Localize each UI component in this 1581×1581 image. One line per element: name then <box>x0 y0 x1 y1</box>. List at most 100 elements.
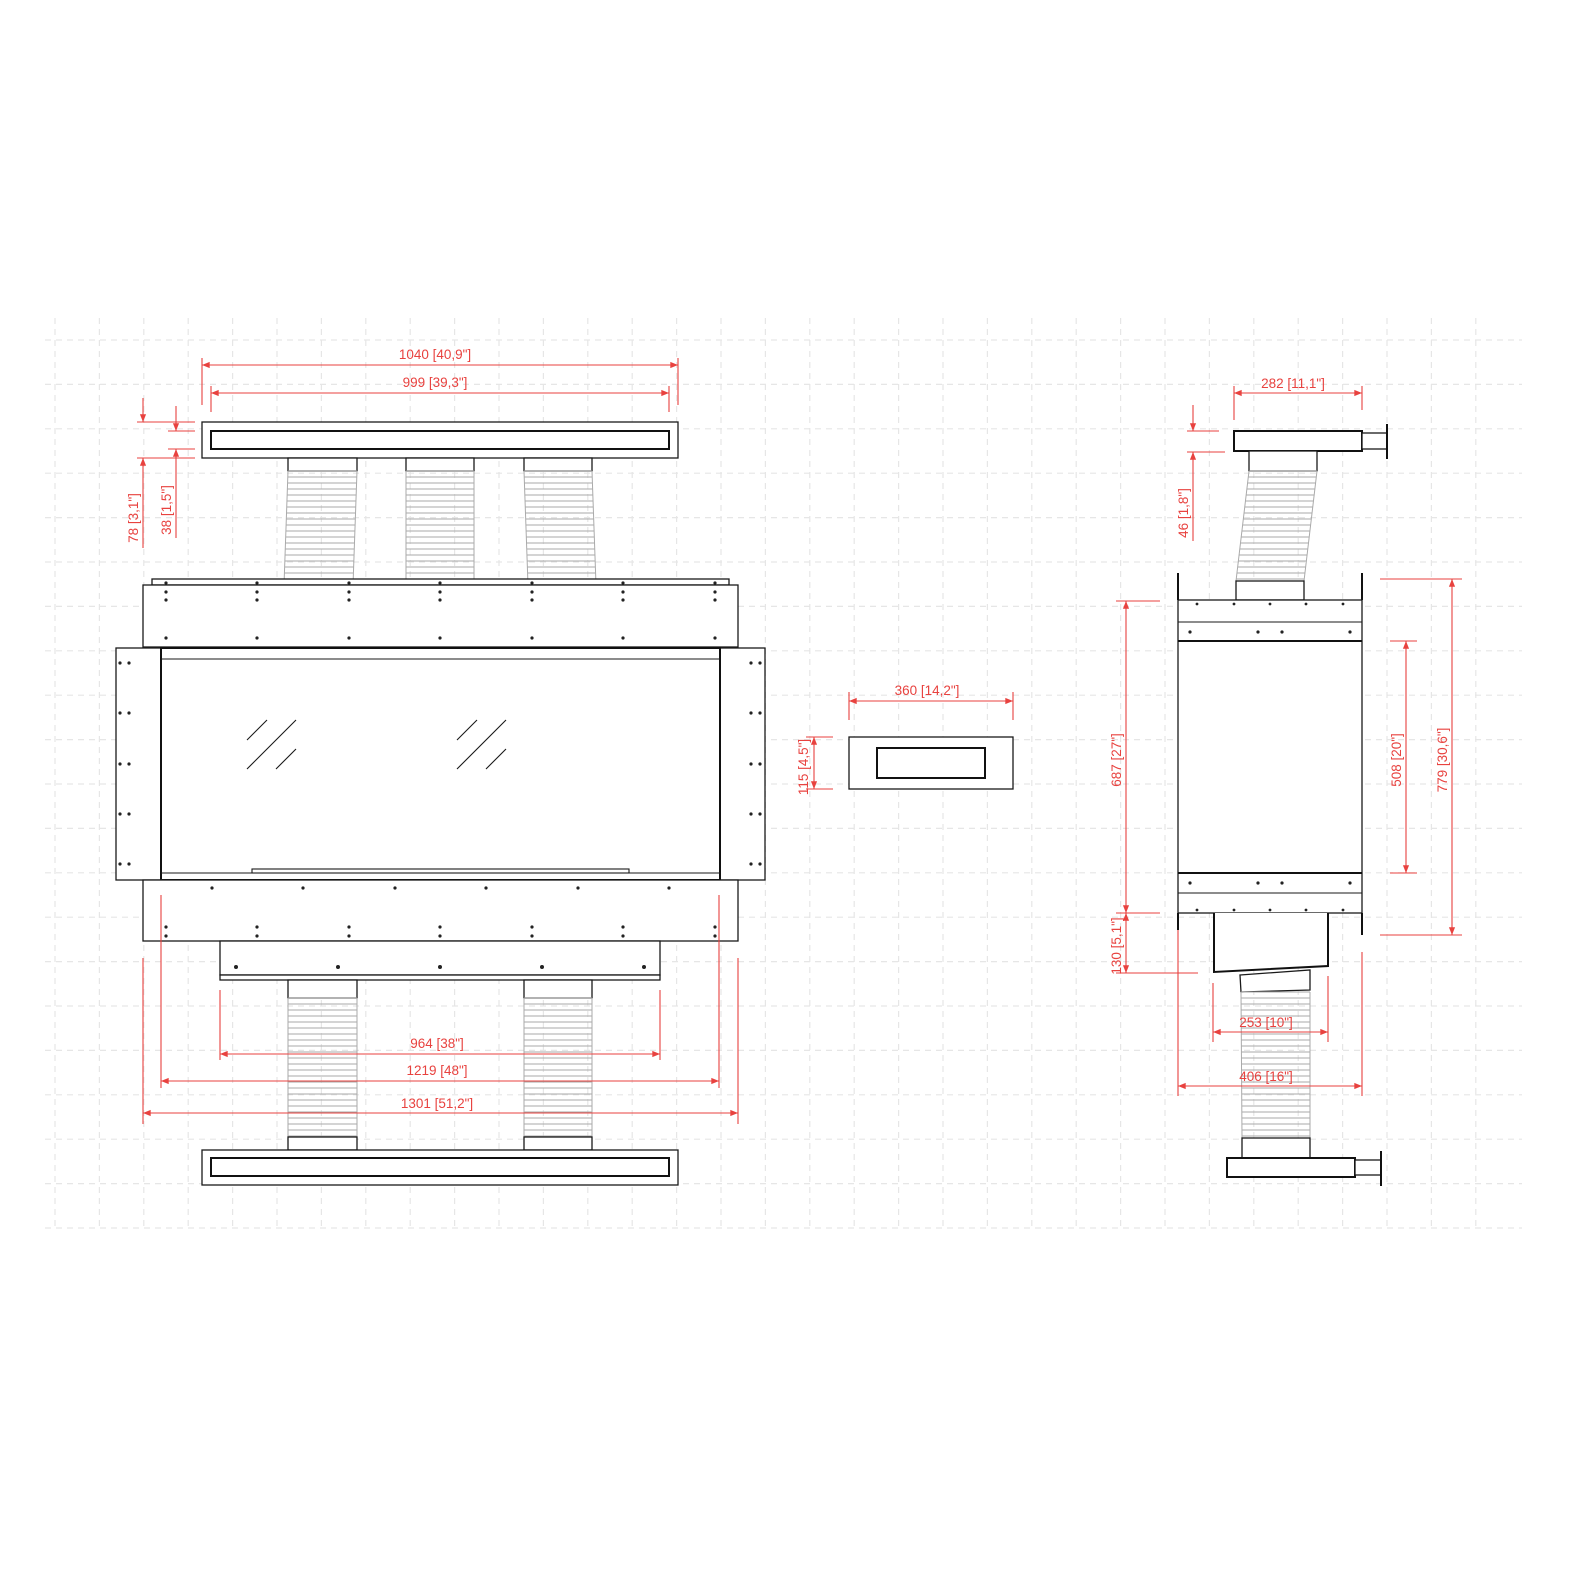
screw-hole <box>438 934 442 938</box>
dim-lower-box: 964 [38"] <box>219 990 661 1060</box>
pipe-outline <box>283 470 358 586</box>
svg-text:78 [3,1"]: 78 [3,1"] <box>126 493 141 543</box>
svg-text:779 [30,6"]: 779 [30,6"] <box>1435 728 1450 793</box>
screw-hole <box>127 661 131 665</box>
pipe-collar <box>287 457 358 472</box>
pipe-outline <box>1235 470 1318 582</box>
screw-hole <box>758 812 762 816</box>
screw-hole <box>255 636 259 640</box>
pipe-collar <box>523 457 593 472</box>
screw-hole <box>347 581 351 585</box>
screw-hole <box>347 590 351 594</box>
screw-hole <box>1268 602 1272 606</box>
svg-text:1219 [48"]: 1219 [48"] <box>406 1063 467 1078</box>
screw-hole <box>438 598 442 602</box>
pipe-outline <box>523 998 593 1137</box>
screw-hole <box>1268 908 1272 912</box>
svg-text:406 [16"]: 406 [16"] <box>1239 1069 1293 1084</box>
dim-glass-width: 1219 [48"] <box>160 895 720 1088</box>
screw-hole <box>1195 908 1199 912</box>
top-vent-cap <box>201 421 679 459</box>
screw-hole <box>347 636 351 640</box>
svg-text:360 [14,2"]: 360 [14,2"] <box>895 683 960 698</box>
screw-hole <box>118 862 122 866</box>
screw-hole <box>347 925 351 929</box>
screw-hole <box>1232 908 1236 912</box>
screw-hole <box>336 965 340 969</box>
screw-hole <box>255 590 259 594</box>
dim-top-offsets: 78 [3,1"] 38 [1,5"] <box>126 398 195 548</box>
screw-hole <box>540 965 544 969</box>
screw-hole <box>1195 602 1199 606</box>
screw-hole <box>1348 881 1352 885</box>
screw-hole <box>749 812 753 816</box>
screw-hole <box>749 862 753 866</box>
screw-hole <box>621 590 625 594</box>
dim-lower-offset: 130 [5,1"] <box>1109 912 1198 975</box>
side-top-flex-pipe <box>1235 470 1318 582</box>
svg-text:964 [38"]: 964 [38"] <box>410 1036 464 1051</box>
svg-text:508 [20"]: 508 [20"] <box>1389 733 1404 787</box>
screw-hole <box>255 581 259 585</box>
screw-hole <box>1348 630 1352 634</box>
pipe-collar <box>523 979 593 999</box>
svg-text:38 [1,5"]: 38 [1,5"] <box>159 485 174 535</box>
screw-hole <box>255 925 259 929</box>
screw-hole <box>1280 630 1284 634</box>
dim-inner-top: 999 [39,3"] <box>210 375 670 412</box>
screw-hole <box>530 590 534 594</box>
screw-hole <box>621 934 625 938</box>
screw-hole <box>438 581 442 585</box>
screw-hole <box>621 636 625 640</box>
screw-hole <box>210 886 214 890</box>
screw-hole <box>713 581 717 585</box>
svg-text:687 [27"]: 687 [27"] <box>1109 733 1124 787</box>
screw-hole <box>749 711 753 715</box>
screw-hole <box>118 661 122 665</box>
screw-hole <box>127 711 131 715</box>
glass-reflection-icon <box>246 719 507 770</box>
screw-hole <box>749 762 753 766</box>
screw-hole <box>438 925 442 929</box>
screw-hole <box>393 886 397 890</box>
screw-hole <box>758 711 762 715</box>
screw-hole <box>667 886 671 890</box>
screw-hole <box>1341 908 1345 912</box>
screw-hole <box>164 598 168 602</box>
vent-detail: 360 [14,2"] 115 [4,5"] <box>796 683 1014 795</box>
svg-text:115 [4,5"]: 115 [4,5"] <box>796 739 811 795</box>
screw-hole <box>530 636 534 640</box>
screw-hole <box>127 862 131 866</box>
dim-cap-depth: 282 [11,1"] <box>1233 376 1363 420</box>
screw-hole <box>347 934 351 938</box>
screw-hole <box>164 581 168 585</box>
svg-text:1040 [40,9"]: 1040 [40,9"] <box>399 347 471 362</box>
screw-hole <box>118 812 122 816</box>
screw-hole <box>758 762 762 766</box>
screw-hole <box>713 925 717 929</box>
pipe-collar <box>405 457 475 472</box>
screw-hole <box>758 661 762 665</box>
dim-cap-offset: 46 [1,8"] <box>1176 405 1225 541</box>
screw-hole <box>438 590 442 594</box>
dim-overall-width: 1301 [51,2"] <box>142 958 739 1124</box>
screw-hole <box>1304 908 1308 912</box>
bottom-vent-cap <box>201 1149 679 1186</box>
side-view: 282 [11,1"] 46 [1,8"] 687 [27"] 130 [5,1… <box>1109 376 1462 1186</box>
pipe-outline <box>405 471 475 585</box>
screw-hole <box>118 762 122 766</box>
screw-hole <box>713 636 717 640</box>
svg-text:1301 [51,2"]: 1301 [51,2"] <box>401 1096 473 1111</box>
dim-overall-height: 779 [30,6"] <box>1380 578 1462 936</box>
top-flex-pipes <box>283 457 597 586</box>
screw-hole <box>1256 630 1260 634</box>
screw-hole <box>164 590 168 594</box>
screw-hole <box>118 711 122 715</box>
svg-text:282 [11,1"]: 282 [11,1"] <box>1261 376 1325 391</box>
screw-hole <box>530 934 534 938</box>
dim-lower-box-depth: 253 [10"] <box>1212 976 1329 1042</box>
svg-text:130 [5,1"]: 130 [5,1"] <box>1109 917 1124 974</box>
screw-hole <box>301 886 305 890</box>
screw-hole <box>1188 630 1192 634</box>
dim-glass-height: 508 [20"] <box>1389 640 1417 874</box>
